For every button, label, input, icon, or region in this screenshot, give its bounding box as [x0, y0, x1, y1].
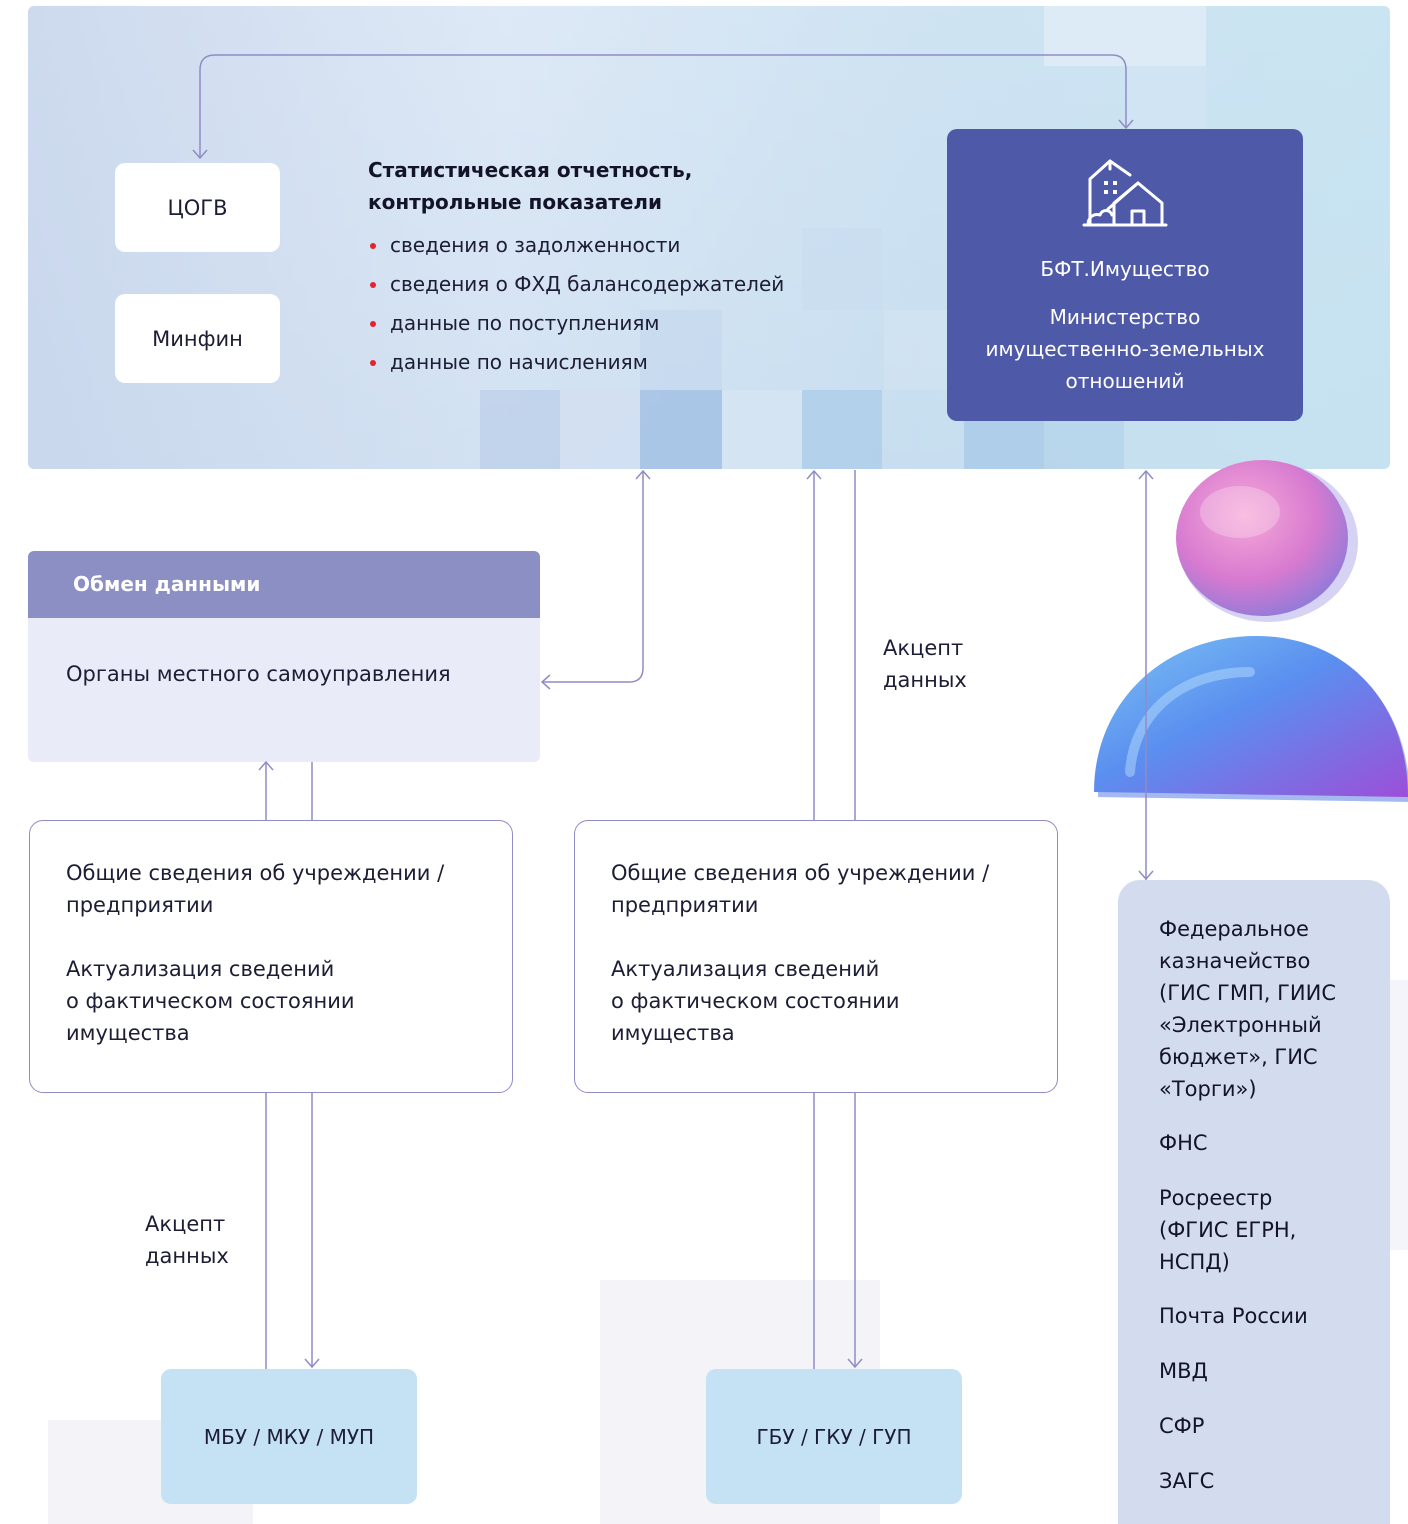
bft-ministry: Министерство имущественно-земельных отно… — [985, 305, 1265, 393]
external-item: МВД — [1159, 1359, 1208, 1383]
external-item: ЗАГС — [1159, 1469, 1215, 1493]
minfin-box: Минфин — [115, 294, 280, 383]
card-update-info: Актуализация сведений о фактическом сост… — [66, 957, 355, 1045]
arrowhead — [540, 674, 551, 690]
user-figure-icon — [1094, 460, 1408, 802]
local-government-label: Органы местного самоуправления — [66, 662, 451, 686]
bft-property-box: БФТ.Имущество Министерство имущественно-… — [947, 129, 1303, 421]
statistics-list: сведения о задолженности сведения о ФХД … — [368, 226, 888, 382]
external-item: Федеральное казначейство (ГИС ГМП, ГИИС … — [1159, 917, 1337, 1101]
data-exchange-header: Обмен данными — [28, 551, 540, 618]
arrowhead — [192, 149, 208, 160]
statistics-item: сведения о задолженности — [368, 226, 888, 265]
external-systems-box: Федеральное казначейство (ГИС ГМП, ГИИС … — [1118, 880, 1390, 1524]
bg-tile — [802, 228, 882, 310]
external-item: Росреестр (ФГИС ЕГРН, НСПД) — [1159, 1186, 1297, 1274]
accept-data-label-left: Акцепт данных — [145, 1212, 229, 1268]
arrowhead — [1138, 469, 1154, 480]
statistics-title: Статистическая отчетность, контрольные п… — [368, 158, 693, 214]
card-general-info: Общие сведения об учреждении / предприят… — [611, 861, 990, 917]
institution-info-card-municipal: Общие сведения об учреждении / предприят… — [29, 820, 513, 1093]
statistics-item: данные по поступлениям — [368, 304, 888, 343]
arrowhead — [1138, 870, 1154, 881]
bg-tile — [722, 390, 802, 469]
arrowhead — [847, 1358, 863, 1369]
institution-info-card-state: Общие сведения об учреждении / предприят… — [574, 820, 1058, 1093]
arrowhead — [635, 469, 651, 480]
bg-tile — [1044, 6, 1206, 66]
bg-tile — [640, 310, 722, 390]
exchange-connector — [542, 472, 644, 683]
arrowhead — [258, 760, 274, 771]
statistics-item: данные по начислениям — [368, 343, 888, 382]
tsogv-box: ЦОГВ — [115, 163, 280, 252]
card-update-info: Актуализация сведений о фактическом сост… — [611, 957, 900, 1045]
bg-tile — [640, 390, 722, 469]
external-item: ФНС — [1159, 1131, 1208, 1155]
accept-data-label-right: Акцепт данных — [883, 636, 967, 692]
bft-name: БФТ.Имущество — [1040, 257, 1210, 281]
statistics-block: Статистическая отчетность, контрольные п… — [368, 154, 888, 382]
bg-tile — [560, 390, 640, 469]
bg-tile — [802, 390, 882, 469]
card-general-info: Общие сведения об учреждении / предприят… — [66, 861, 445, 917]
data-exchange-box: Обмен данными Органы местного самоуправл… — [28, 551, 540, 762]
arrowhead — [806, 469, 822, 480]
municipal-org-box: МБУ / МКУ / МУП — [161, 1369, 417, 1504]
top-loop-connector — [199, 54, 1127, 157]
arrowhead — [304, 1358, 320, 1369]
statistics-item: сведения о ФХД балансодержателей — [368, 265, 888, 304]
state-org-box: ГБУ / ГКУ / ГУП — [706, 1369, 962, 1504]
building-house-icon — [1082, 159, 1168, 227]
external-item: СФР — [1159, 1414, 1205, 1438]
bg-tile — [480, 390, 560, 469]
arrowhead — [1118, 119, 1134, 130]
external-item: Почта России — [1159, 1304, 1308, 1328]
